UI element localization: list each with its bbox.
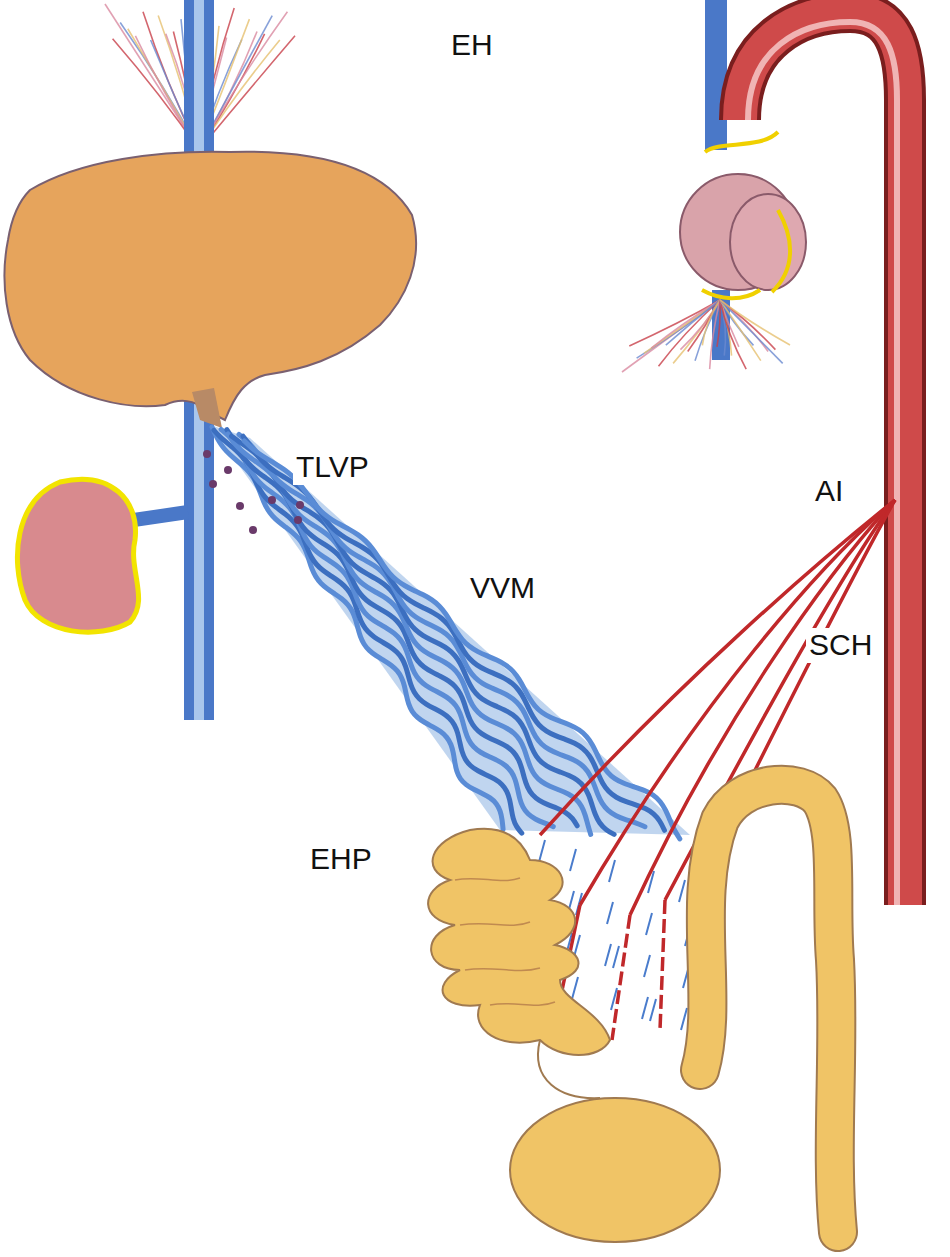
dot [224,466,232,474]
varix [214,430,522,833]
heart-ventricle [730,194,806,290]
mesenteric-vein [570,849,576,871]
mesenteric-vein [611,988,617,1010]
mesenteric-vein [572,977,578,999]
small-intestine [428,829,610,1055]
vessel-line [720,300,783,363]
part-label: EH [448,28,496,63]
mesenteric-vein [679,880,685,902]
vessel-line [622,300,720,372]
intestine-folds [455,878,555,1005]
part-label: TLVP [293,450,372,485]
vessel-line [644,300,720,353]
ileum [538,1040,600,1098]
dot [203,450,211,458]
vessel-line [702,300,720,345]
liver [4,152,416,420]
vessel-line [717,300,720,347]
cavernoma [212,427,680,839]
cecum [510,1098,720,1242]
vessel-line [637,300,720,358]
mesenteric-vein [605,944,611,966]
part-label: SCH [806,628,875,663]
part-label: EHP [307,842,375,877]
mesenteric-vein [681,1008,687,1030]
vessel-line [720,300,790,345]
vessel-line [651,300,720,348]
coronary-artery [702,290,760,298]
mesenteric-vein [607,902,613,924]
dot [294,516,302,524]
dot [268,496,276,504]
varix [228,434,591,834]
artery-branch [630,500,895,915]
vessel-line [720,300,761,361]
mesenteric-vein [539,840,545,862]
varix [212,427,503,829]
part-label: VVM [467,571,538,606]
cavernoma-band [210,425,690,835]
portal-dots [203,450,304,534]
coronary-artery [772,210,790,292]
varix [244,441,680,839]
mesenteric-vein [613,946,619,968]
superior-vena-cava [705,0,727,150]
fold [455,878,520,881]
mesenteric-vein [644,955,650,977]
varix [221,430,553,827]
mesenteric-vein [646,913,652,935]
varix [232,436,615,834]
coronary-artery [705,132,778,152]
dot [209,480,217,488]
artery-branch [612,915,630,1040]
dot [249,526,257,534]
part-label: AI [812,474,846,509]
vessel-line [710,300,720,369]
fold [490,1002,555,1005]
fold [460,922,530,925]
porta-hepatis [192,388,222,428]
artery-branch [660,900,665,1030]
fold [465,968,540,971]
dot [236,502,244,510]
varix [239,435,645,827]
pulmonary-vessels [622,300,790,372]
mesenteric-vein [650,999,656,1021]
kidney [17,479,138,632]
vessel-line [695,300,720,361]
mesenteric-vein [642,997,648,1019]
dot [296,501,304,509]
mesenteric-vein [609,860,615,882]
